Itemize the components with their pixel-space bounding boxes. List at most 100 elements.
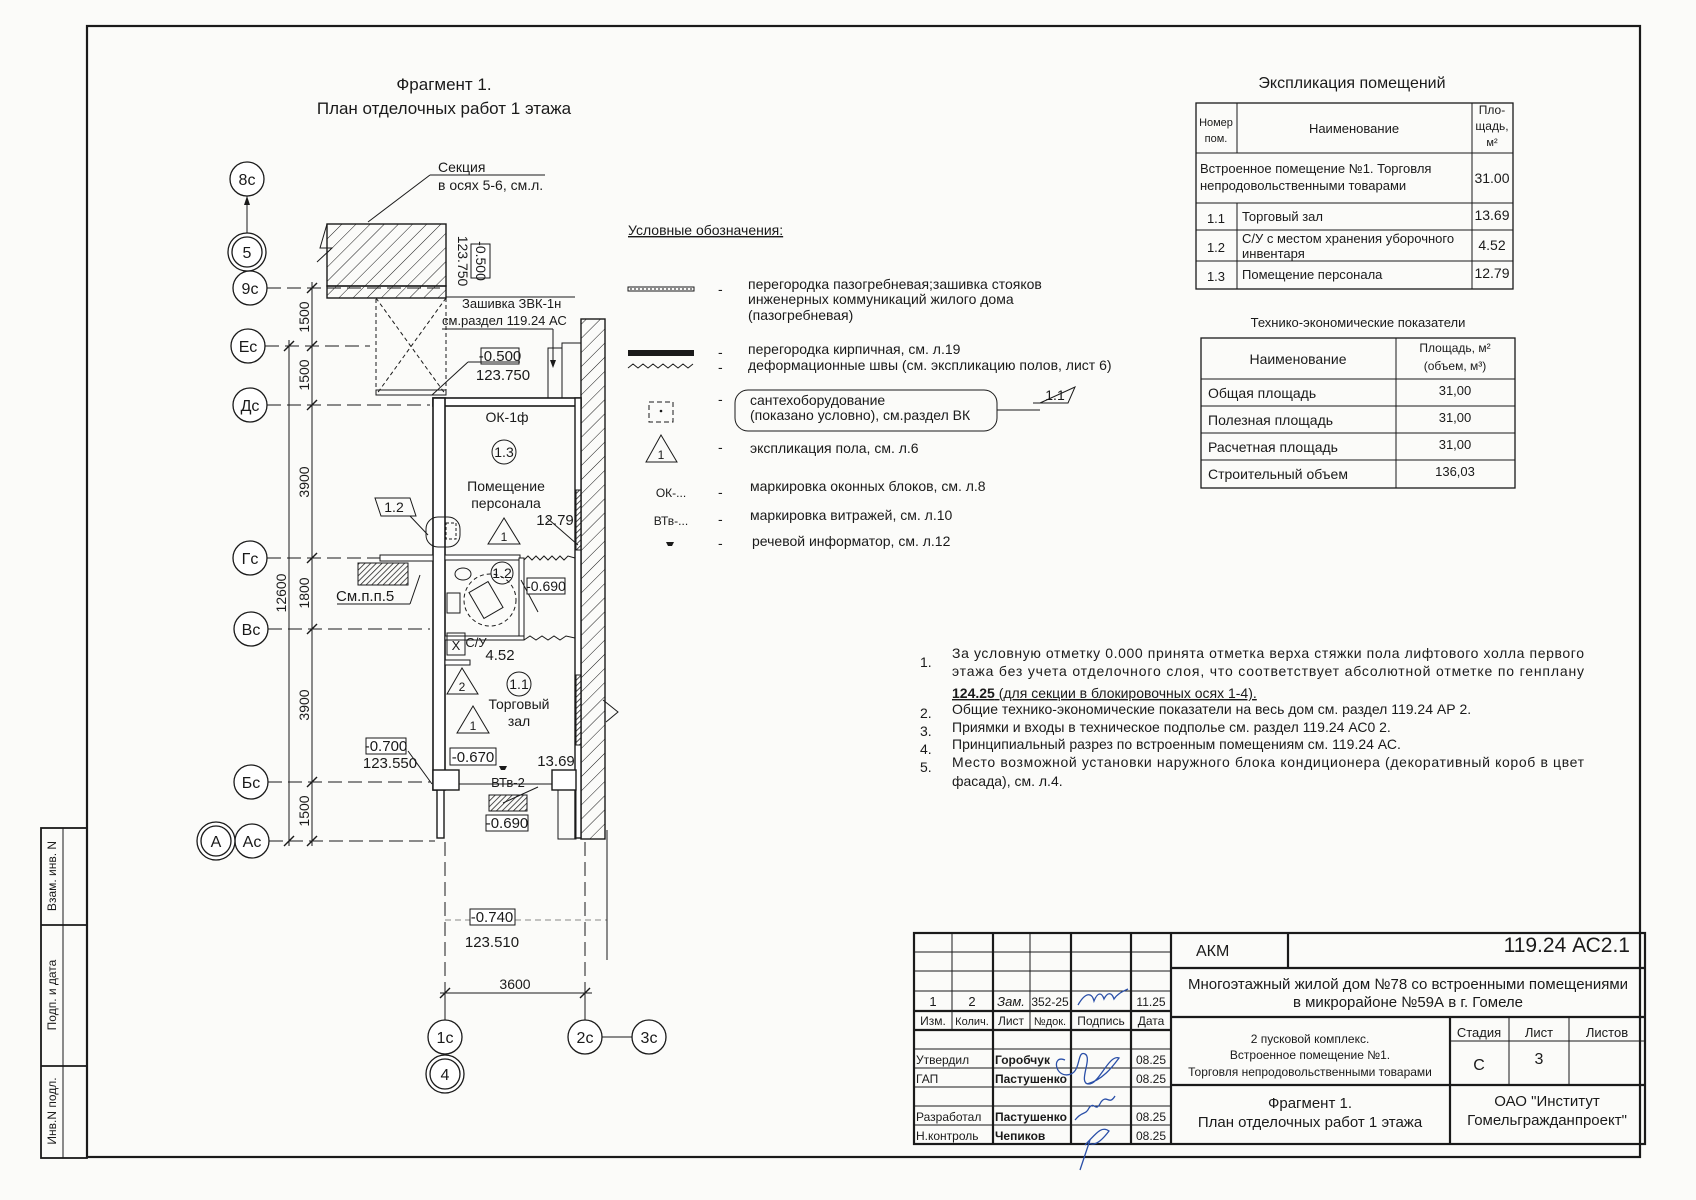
dimension-label: 3900 (296, 466, 312, 497)
organization-name: ОАО "Институт (1494, 1093, 1600, 1110)
signature-mark (1077, 988, 1129, 1006)
tep-title: Технико-экономические показатели (1251, 315, 1466, 330)
entry-grate (488, 794, 528, 812)
sheets-label: Листов (1586, 1025, 1628, 1040)
axis-label: Ес (239, 339, 258, 356)
explication-group-area: 31.00 (1474, 170, 1509, 186)
dimension-total-label: 12600 (273, 573, 289, 612)
change-kol: 2 (968, 994, 975, 1009)
room-area: 12.79 (536, 512, 574, 529)
axis-label: 8с (239, 172, 256, 189)
storage-mark: X (452, 638, 461, 653)
wall-top (432, 397, 582, 407)
change-date: 11.25 (1136, 995, 1165, 1009)
row-area: 4.52 (1478, 237, 1505, 253)
header-list: Лист (998, 1014, 1025, 1028)
section-note-l2: в осях 5-6, см.л. (438, 177, 543, 193)
floor-triangle-icon (456, 705, 490, 734)
row-name: Помещение персонала (1242, 267, 1383, 282)
signer-name: Горобчук (995, 1053, 1051, 1067)
level-relative: -0.690 (486, 815, 529, 832)
project-name-l2: в микрорайоне №59А в г. Гомеле (1293, 994, 1523, 1011)
floor-triangle-icon (446, 667, 479, 695)
equipment-tag: 1.2 (384, 499, 404, 515)
level-absolute: 123.750 (476, 367, 530, 384)
legend-text: экспликация пола, см. л.6 (750, 440, 919, 456)
axis-marker: Вс (233, 611, 269, 647)
room-number: 1.2 (492, 565, 512, 581)
explication-title: Экспликация помещений (1258, 75, 1445, 92)
partition-brick-symbol (628, 350, 694, 356)
row-name: С/У с местом хранения уборочного (1242, 231, 1454, 246)
tep-table: Технико-экономические показатели Наимено… (1200, 315, 1516, 489)
floor-triangle-icon (487, 517, 521, 545)
axis-label: Гс (242, 551, 259, 568)
signer-role: ГАП (916, 1072, 938, 1086)
signer-date: 08.25 (1136, 1053, 1166, 1067)
tep-row-value: 31,00 (1439, 437, 1472, 452)
sanitary-equipment-symbol (648, 401, 674, 423)
axis-label: Ас (243, 834, 262, 851)
legend-item: ОК-... - маркировка оконных блоков, см. … (656, 478, 986, 500)
tep-row-name: Общая площадь (1208, 385, 1316, 401)
axis-marker: А (196, 821, 236, 861)
legend-dash: - (718, 359, 723, 375)
sheet-title: Фрагмент 1. (1268, 1095, 1352, 1112)
tag-flag-icon (1033, 386, 1076, 404)
note-item: 1. За условную отметку 0.000 принята отм… (920, 645, 1584, 701)
dimension-label: 1500 (296, 359, 312, 390)
legend-dash: - (718, 484, 723, 500)
room-name-l2: зал (508, 713, 530, 729)
axis-label: 1с (437, 1030, 454, 1047)
dimension-label: 1800 (296, 577, 312, 608)
legend-item: - сантехоборудование (показано условно),… (648, 386, 1076, 432)
axis-label: 4 (441, 1067, 450, 1084)
header-izm: Изм. (920, 1014, 946, 1028)
note-num: 4. (920, 741, 932, 757)
legend-text: речевой информатор, см. л.12 (752, 533, 951, 549)
axis-marker: Ас (234, 823, 270, 859)
note-text-l2: фасада), см. л.4. (952, 773, 1063, 789)
axis-marker: Гс (232, 540, 268, 576)
tep-header-name: Наименование (1249, 351, 1346, 367)
level-absolute: 123.750 (455, 236, 471, 287)
header-date: Дата (1138, 1014, 1165, 1028)
legend-item: - перегородка пазогребневая;зашивка стоя… (627, 276, 1042, 323)
floor-type: 1 (470, 719, 477, 733)
side-stamp-replace-inv: Взам. инв. N (45, 841, 59, 911)
note-num: 3. (920, 723, 932, 739)
note-text-l3: 124.25 (для секции в блокировочных осях … (952, 685, 1257, 701)
ac-unit-place (357, 562, 409, 586)
notes: 1. За условную отметку 0.000 принята отм… (920, 645, 1585, 789)
note-rest: (для секции в блокировочных осях 1-4). (995, 685, 1257, 701)
shaft-note: Зашивка ЗВК-1н (462, 296, 561, 311)
floor-type: 1 (501, 530, 508, 544)
object-name-l3: Торговля непродовольственными товарами (1188, 1065, 1432, 1079)
axis-marker: Бс (233, 764, 269, 800)
document-code: АКМ (1196, 943, 1229, 960)
axis-label: 9с (242, 281, 259, 298)
dimension-label: 3900 (296, 689, 312, 720)
row-num: 1.1 (1207, 211, 1225, 226)
level-relative: -0.740 (471, 909, 514, 926)
row-area: 12.79 (1474, 265, 1509, 281)
washbasin-icon (446, 592, 461, 614)
room-name: Помещение (467, 478, 545, 494)
legend-dash: - (718, 391, 723, 407)
section-note: Секция (438, 159, 485, 175)
title-block: 1 2 Зам. 352-25 11.25 Изм. Колич. Лист №… (912, 931, 1647, 1171)
speech-informer-icon (499, 766, 507, 770)
explication-group-name-l2: непродовольственными товарами (1200, 178, 1406, 193)
explication-table: Экспликация помещений Номер пом. Наимено… (1195, 75, 1514, 290)
sink-icon (445, 522, 457, 540)
tep-row-name: Строительный объем (1208, 466, 1348, 482)
signatures (1055, 1052, 1121, 1171)
note-text: Место возможной установки наружного блок… (952, 754, 1585, 770)
legend-text: перегородка пазогребневая;зашивка стояко… (748, 276, 1042, 292)
level-relative: -0.700 (365, 738, 408, 755)
explication-header-name: Наименование (1309, 121, 1399, 136)
